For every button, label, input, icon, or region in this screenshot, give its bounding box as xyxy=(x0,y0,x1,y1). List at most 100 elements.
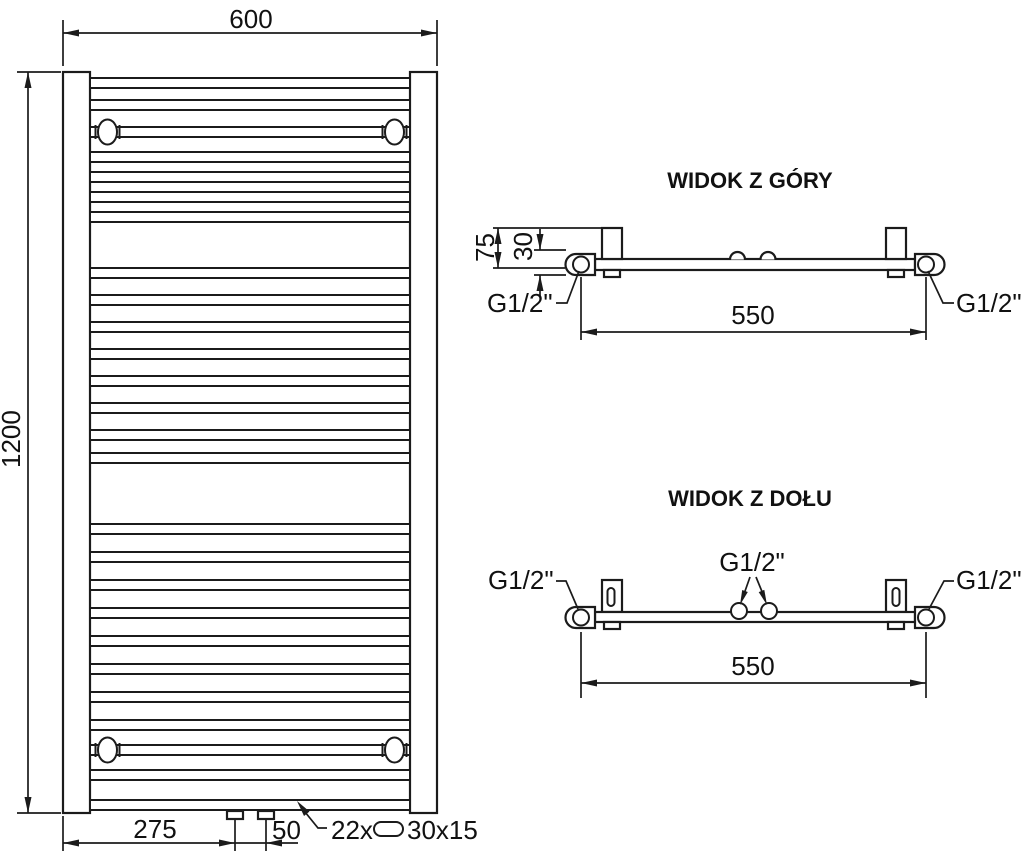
radiator-rung xyxy=(89,99,411,111)
top-view-title: WIDOK Z GÓRY xyxy=(667,168,833,193)
connection-hole-left xyxy=(572,608,590,627)
center-connection-left xyxy=(728,250,747,260)
connection-label-right: G1/2" xyxy=(956,565,1022,595)
radiator-rung xyxy=(89,77,411,89)
arrowhead-left xyxy=(581,328,597,336)
connection-labels-bottom-view: G1/2" G1/2" xyxy=(488,565,1022,610)
connection-label-right: G1/2" xyxy=(956,288,1022,318)
left-collector-tube xyxy=(61,70,92,815)
wall-bracket-oval xyxy=(97,118,118,146)
radiator-rung xyxy=(89,769,411,781)
radiator-rung xyxy=(89,348,411,360)
center-connection-left xyxy=(730,602,748,620)
right-collector-tube xyxy=(408,70,439,815)
arrowhead-left xyxy=(63,29,79,37)
dimension-span-label: 550 xyxy=(731,651,774,681)
arrowhead-bottom xyxy=(494,252,502,268)
radiator-rung xyxy=(89,635,411,647)
dimension-depth-label: 75 xyxy=(470,233,500,262)
radiator-rung xyxy=(89,523,411,535)
dimension-1200: 1200 xyxy=(0,71,61,814)
radiator-rung xyxy=(89,126,411,138)
dimension-50-label: 50 xyxy=(272,815,301,845)
bottom-view-title: WIDOK Z DOŁU xyxy=(668,486,832,511)
connection-label-left: G1/2" xyxy=(488,565,554,595)
arrowhead-top xyxy=(494,228,502,244)
rung-count-label: 22x xyxy=(331,815,373,845)
bottom-view: WIDOK Z DOŁU G1/2" G1/2" xyxy=(488,486,1022,698)
arrowhead-left xyxy=(63,839,79,847)
rung-annotation: 22x 30x15 xyxy=(297,801,478,845)
leader-line-right xyxy=(927,270,954,304)
dimension-30: 30 xyxy=(508,229,566,297)
radiator-profile-bar xyxy=(593,610,917,624)
leader-line-left xyxy=(556,270,580,304)
arrowhead-left xyxy=(581,679,597,687)
radiator-rung xyxy=(89,607,411,619)
connection-labels-top-view: G1/2" G1/2" xyxy=(487,270,1022,318)
wall-bracket-right xyxy=(884,226,908,261)
radiator-rung xyxy=(89,171,411,183)
arrowhead-right xyxy=(266,839,282,847)
connection-hole-right xyxy=(917,608,935,627)
radiator-rung xyxy=(89,375,411,387)
radiator-rung xyxy=(89,579,411,591)
bracket-slot-left xyxy=(606,587,616,607)
radiator-rung xyxy=(89,267,411,279)
bracket-foot-left xyxy=(602,268,622,279)
leader-line xyxy=(304,811,327,829)
dimension-275-label: 275 xyxy=(133,814,176,844)
bottom-valve-stub-left xyxy=(225,809,245,821)
radiator-rung xyxy=(89,719,411,731)
radiator-rung xyxy=(89,402,411,414)
dimension-bottom: 275 50 xyxy=(62,814,301,851)
dimension-width-label: 600 xyxy=(229,4,272,34)
rung-size-label: 30x15 xyxy=(407,815,478,845)
dimension-75: 75 xyxy=(470,227,602,269)
leader-arrowhead xyxy=(297,801,310,816)
bracket-foot-left xyxy=(602,620,622,631)
arrowhead-top xyxy=(24,72,32,88)
bottom-valve-stub-right xyxy=(256,809,276,821)
radiator-rung xyxy=(89,799,411,811)
connection-label-center: G1/2" xyxy=(719,547,785,577)
leader-line-left xyxy=(556,580,579,610)
radiator-rung xyxy=(89,321,411,333)
radiator-rung xyxy=(89,429,411,441)
radiator-rung xyxy=(89,452,411,464)
leader-arrowhead-left xyxy=(740,590,748,605)
center-connection-right xyxy=(760,602,778,620)
arrowhead-right xyxy=(910,328,926,336)
bracket-foot-right xyxy=(886,620,906,631)
dimension-550-top: 550 xyxy=(580,277,927,340)
radiator-rung xyxy=(89,663,411,675)
oval-profile-icon xyxy=(373,821,404,837)
connection-hole-left xyxy=(572,255,590,274)
dimension-offset-label: 30 xyxy=(508,232,538,261)
radiator-rung xyxy=(89,211,411,223)
radiator-rung xyxy=(89,191,411,203)
radiator-rung xyxy=(89,744,411,756)
arrowhead-down xyxy=(536,234,544,250)
arrowhead-up xyxy=(536,275,544,291)
connection-hole-right xyxy=(917,255,935,274)
front-view: 600 1200 275 50 22x xyxy=(0,4,478,851)
bracket-slot-right xyxy=(891,587,901,607)
dimension-550-bottom: 550 xyxy=(580,632,927,698)
radiator-rung xyxy=(89,151,411,163)
wall-bracket-oval xyxy=(97,736,118,764)
arrowhead-middle xyxy=(219,839,235,847)
arrowhead-right xyxy=(421,29,437,37)
leader-arrowhead-right xyxy=(758,589,767,605)
wall-bracket-oval xyxy=(384,118,405,146)
arrowhead-bottom xyxy=(24,797,32,813)
dimension-span-label: 550 xyxy=(731,300,774,330)
arrowhead-right xyxy=(910,679,926,687)
dimension-600: 600 xyxy=(62,4,438,66)
radiator-rung xyxy=(89,551,411,563)
center-connection-label: G1/2" xyxy=(719,547,785,605)
dimension-height-label: 1200 xyxy=(0,410,26,468)
connection-label-left: G1/2" xyxy=(487,288,553,318)
